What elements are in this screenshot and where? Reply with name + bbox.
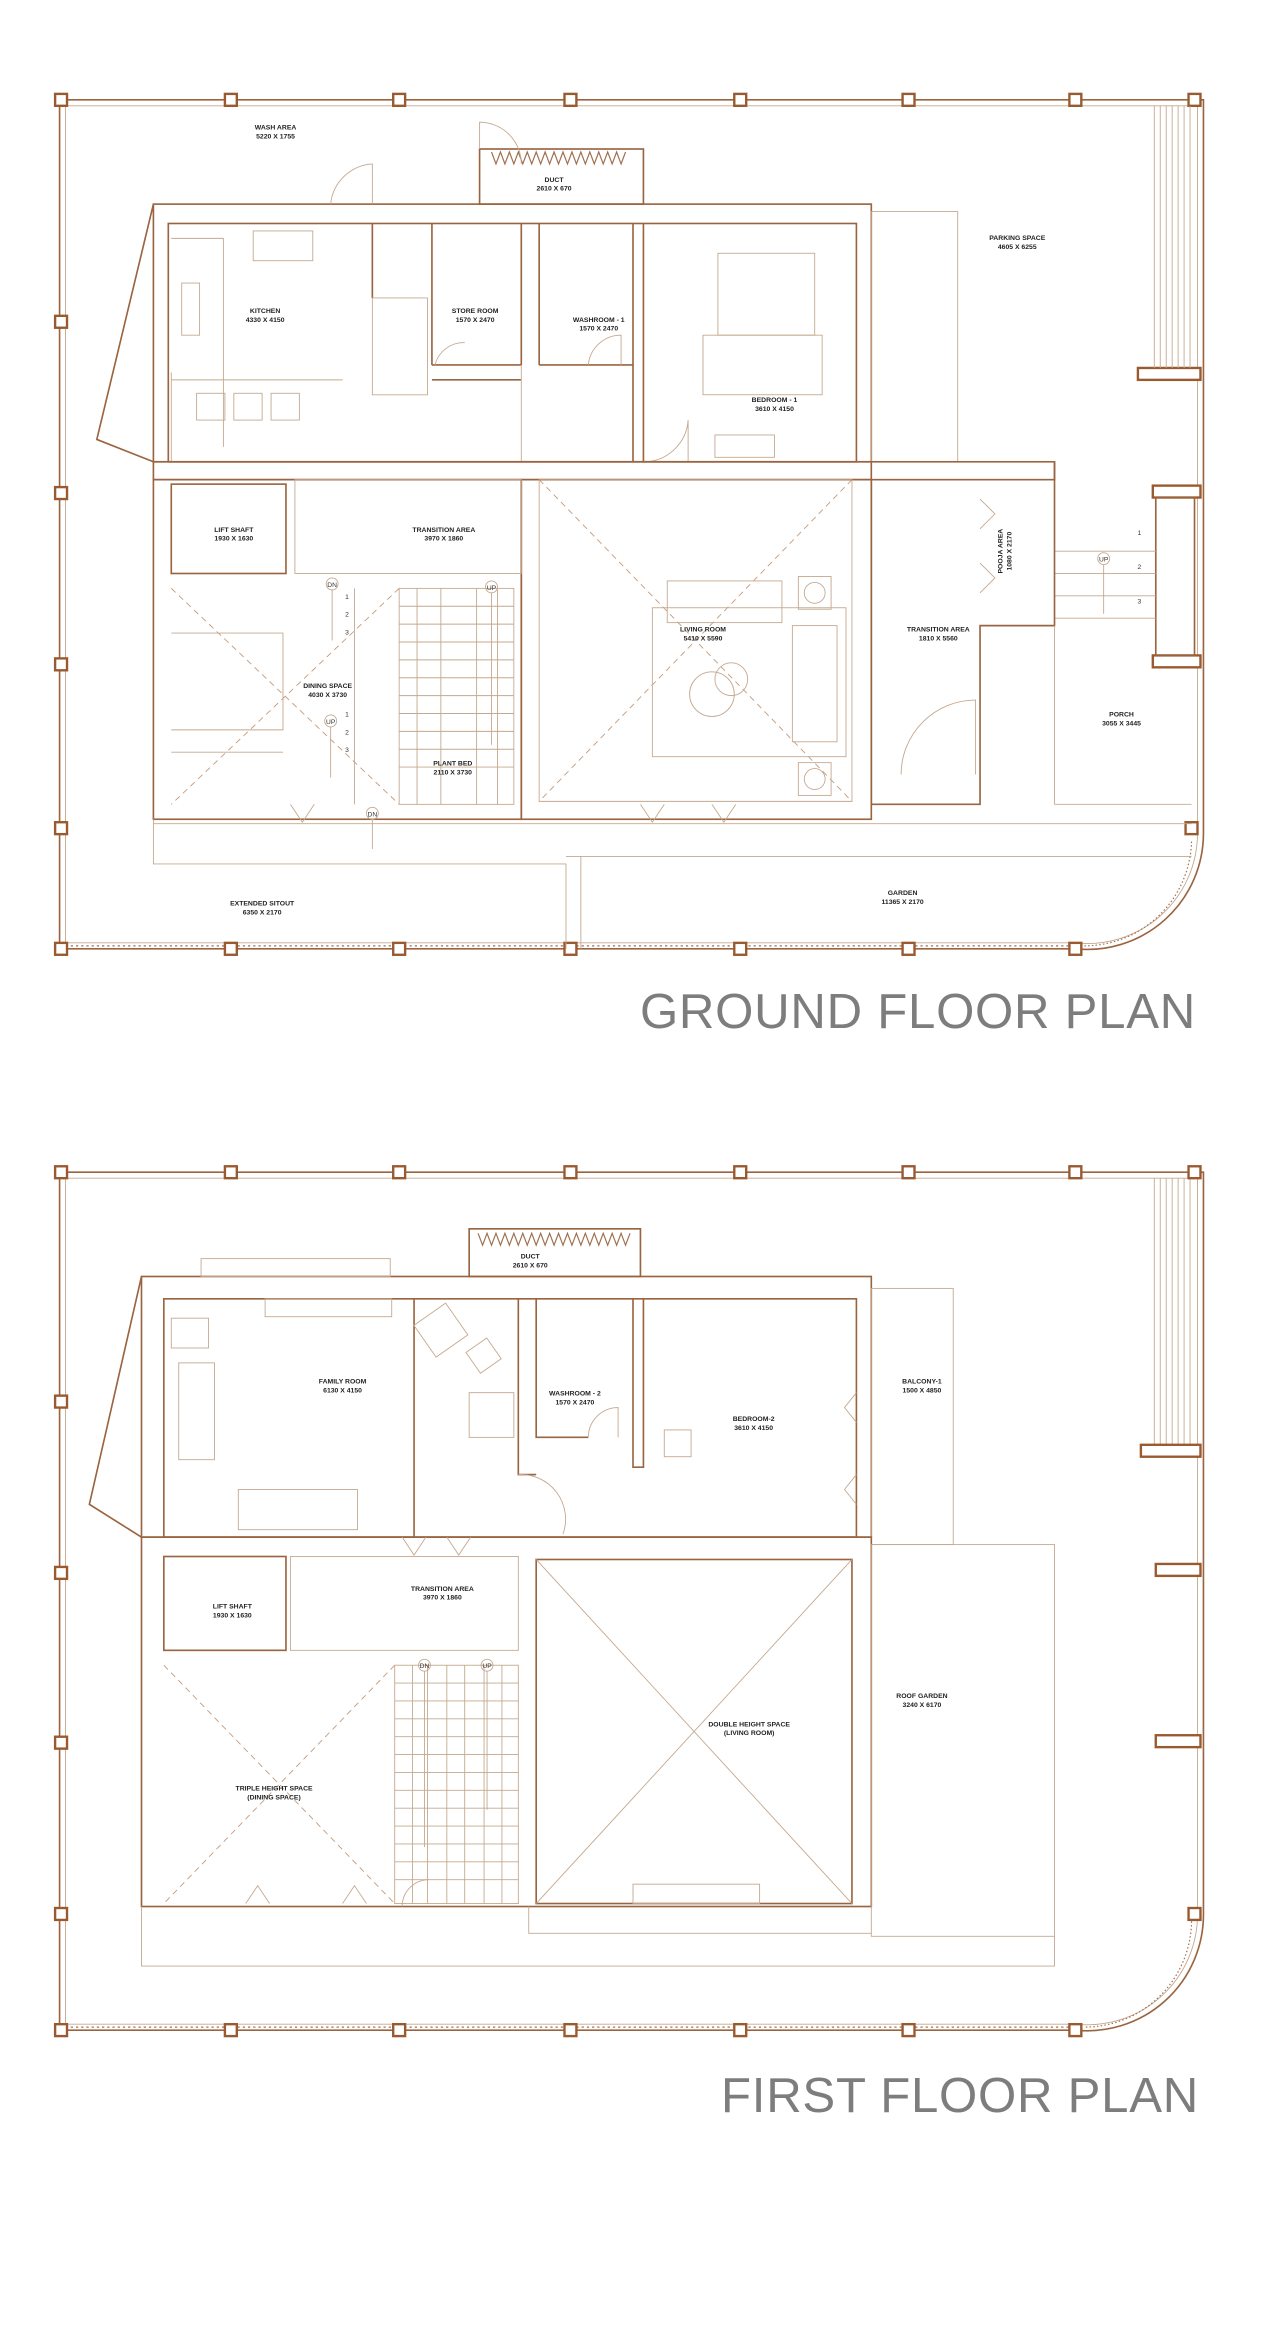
room-label-transition-area: TRANSITION AREA [412, 527, 475, 534]
room-label-bedroom-2: BEDROOM-2 [733, 1416, 775, 1423]
room-dims-pooja-area: 1080 X 2170 [1006, 532, 1013, 571]
step-number: 1 [345, 711, 349, 718]
room-label-parking: PARKING SPACE [989, 235, 1045, 242]
stair-up-marker: UP [326, 719, 336, 726]
step-number: 1 [1138, 530, 1142, 537]
first-floor-title: FIRST FLOOR PLAN [721, 2069, 1199, 2123]
room-label-lift-shaft: LIFT SHAFT [213, 1604, 253, 1611]
first-floor-room-labels: DUCT 2610 X 670 FAMILY ROOM 6130 X 4150 … [213, 1254, 948, 1802]
room-dims-dining-space: 4030 X 3730 [308, 692, 347, 699]
room-dims-kitchen: 4330 X 4150 [246, 317, 285, 324]
room-note-living-room: (LIVING ROOM) [724, 1730, 775, 1737]
room-dims-lift-shaft: 1930 X 1630 [213, 1613, 252, 1620]
boundary-columns [53, 92, 1202, 956]
room-dims-extended-sitout: 6350 X 2170 [243, 910, 282, 917]
stair-up-marker: UP [487, 585, 497, 592]
room-dims-parking: 4605 X 6255 [998, 244, 1037, 251]
room-label-dining-space: DINING SPACE [303, 683, 352, 690]
step-number: 3 [1138, 598, 1142, 605]
step-number: 3 [345, 747, 349, 754]
room-label-kitchen: KITCHEN [250, 308, 280, 315]
room-dims-transition-area: 3970 X 1860 [423, 1595, 462, 1602]
room-label-duct: DUCT [521, 1254, 541, 1261]
stair-markers: DN UP UP DN UP 1 2 3 1 2 3 1 2 3 [324, 530, 1142, 850]
stair-dn-marker: DN [368, 811, 378, 818]
room-label-living-room: LIVING ROOM [680, 627, 726, 634]
room-label-washroom-1: WASHROOM - 1 [573, 317, 625, 324]
room-label-transition-area-2: TRANSITION AREA [907, 627, 970, 634]
room-dims-roof-garden: 3240 X 6170 [903, 1702, 942, 1709]
stair-up-marker: UP [1099, 557, 1109, 564]
room-dims-bedroom-1: 3610 X 4150 [755, 406, 794, 413]
room-label-garden: GARDEN [888, 890, 918, 897]
room-label-double-height-space: DOUBLE HEIGHT SPACE [708, 1721, 790, 1728]
step-number: 2 [345, 729, 349, 736]
site-boundary [58, 99, 1205, 951]
entrance-steps [1054, 105, 1196, 657]
room-label-porch: PORCH [1109, 711, 1134, 718]
room-dims-washroom-2: 1570 X 2470 [555, 1400, 594, 1407]
boundary-columns [53, 1165, 1202, 2038]
room-label-transition-area: TRANSITION AREA [411, 1586, 474, 1593]
room-label-extended-sitout: EXTENDED SITOUT [230, 901, 295, 908]
stair-dn-marker: DN [327, 582, 337, 589]
first-floor-plan: DUCT 2610 X 670 FAMILY ROOM 6130 X 4150 … [53, 1165, 1205, 2123]
site-boundary [58, 1171, 1205, 2032]
stair-dn-marker: DN [420, 1663, 430, 1670]
room-label-roof-garden: ROOF GARDEN [896, 1693, 947, 1700]
step-number: 1 [345, 594, 349, 601]
room-dims-porch: 3055 X 3445 [1102, 720, 1141, 727]
room-label-plant-bed: PLANT BED [433, 761, 472, 768]
room-dims-wash-area: 5220 X 1755 [256, 134, 295, 141]
room-dims-bedroom-2: 3610 X 4150 [734, 1425, 773, 1432]
room-dims-garden: 11365 X 2170 [881, 899, 923, 906]
ground-floor-title: GROUND FLOOR PLAN [640, 985, 1196, 1039]
step-number: 3 [345, 630, 349, 637]
room-dims-plant-bed: 2110 X 3730 [434, 770, 473, 777]
room-label-washroom-2: WASHROOM - 2 [549, 1391, 601, 1398]
step-number: 2 [1138, 564, 1142, 571]
room-dims-transition-area: 3970 X 1860 [424, 536, 463, 543]
room-label-balcony-1: BALCONY-1 [902, 1379, 942, 1386]
room-note-dining-space: (DINING SPACE) [247, 1794, 300, 1801]
room-label-wash-area: WASH AREA [255, 125, 297, 132]
ground-floor-room-labels: WASH AREA 5220 X 1755 DUCT 2610 X 670 KI… [214, 125, 1141, 917]
room-label-triple-height-space: TRIPLE HEIGHT SPACE [236, 1785, 313, 1792]
room-dims-transition-area-2: 1810 X 5560 [919, 636, 958, 643]
stair-markers: DN UP [418, 1658, 494, 1847]
room-dims-store-room: 1570 X 2470 [456, 317, 495, 324]
room-dims-duct: 2610 X 670 [513, 1263, 548, 1270]
room-dims-duct: 2610 X 670 [537, 186, 572, 193]
room-label-store-room: STORE ROOM [452, 308, 499, 315]
room-label-family-room: FAMILY ROOM [319, 1379, 367, 1386]
room-label-duct: DUCT [545, 177, 565, 184]
room-dims-living-room: 5410 X 5590 [684, 636, 723, 643]
ground-floor-plan: WASH AREA 5220 X 1755 DUCT 2610 X 670 KI… [53, 92, 1205, 1039]
room-label-bedroom-1: BEDROOM - 1 [752, 397, 798, 404]
room-dims-family-room: 6130 X 4150 [323, 1388, 362, 1395]
stair-up-marker: UP [482, 1663, 492, 1670]
room-label-lift-shaft: LIFT SHAFT [214, 527, 254, 534]
step-number: 2 [345, 612, 349, 619]
building-walls [88, 1228, 1055, 1967]
room-dims-balcony-1: 1500 X 4850 [903, 1388, 942, 1395]
building-walls [95, 121, 1192, 949]
room-dims-lift-shaft: 1930 X 1630 [214, 536, 253, 543]
room-label-pooja-area: POOJA AREA [997, 529, 1004, 574]
room-dims-washroom-1: 1570 X 2470 [579, 326, 618, 333]
